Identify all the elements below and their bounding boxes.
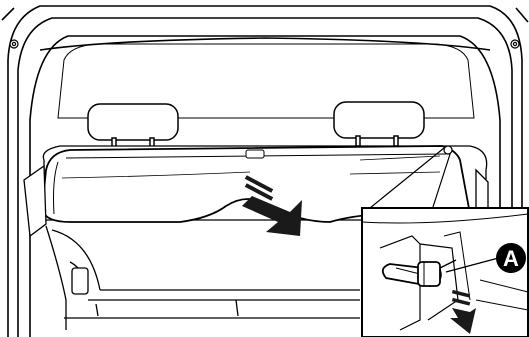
detail-inset [362, 208, 528, 337]
cargo-floor [46, 226, 360, 330]
headrest-right [334, 102, 424, 146]
headrest-left [88, 104, 178, 148]
callout-a-label: A [503, 246, 519, 271]
